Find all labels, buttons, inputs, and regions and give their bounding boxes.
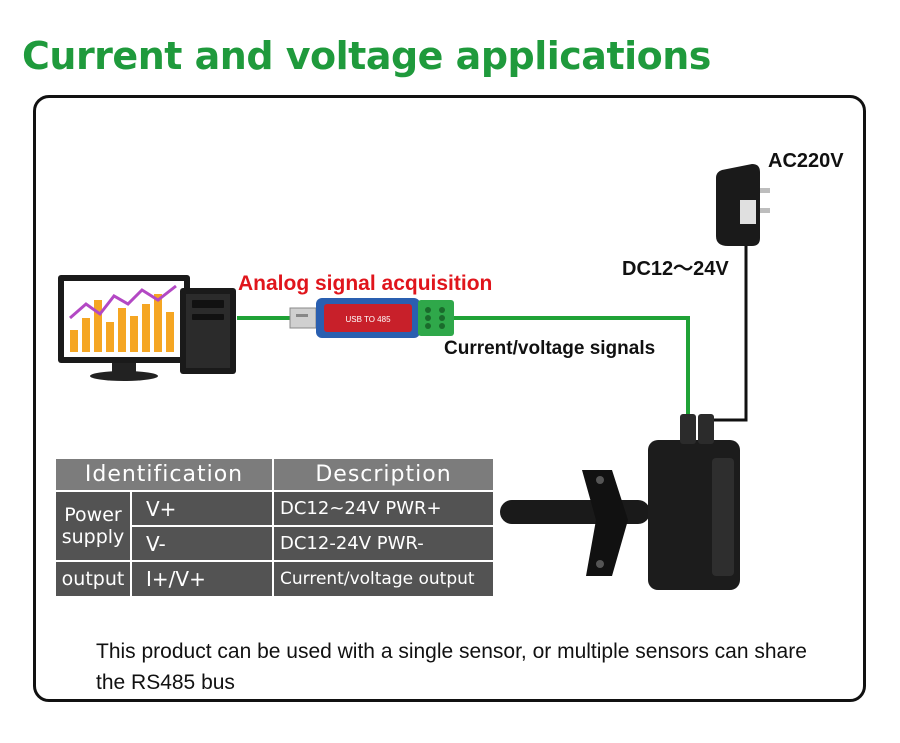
- group-output: output: [56, 562, 130, 596]
- table-cell-id: I+/V+: [132, 562, 272, 596]
- green-signal-wire-main: [450, 316, 690, 420]
- group-power-supply: Power supply: [56, 492, 130, 560]
- analog-acquisition-label: Analog signal acquisition: [238, 272, 493, 295]
- converter-label: USB TO 485: [345, 315, 391, 324]
- page-title: Current and voltage applications: [22, 34, 711, 78]
- computer-monitor-icon: [58, 275, 190, 381]
- table-cell-id: V+: [132, 492, 272, 525]
- black-power-wire: [706, 246, 748, 422]
- computer-tower-icon: [180, 288, 236, 374]
- dc-supply-label: DC12～24V: [622, 258, 729, 280]
- signal-label: Current/voltage signals: [444, 338, 656, 359]
- table-cell-desc: Current/voltage output: [274, 562, 493, 596]
- sensor-transmitter-icon: [500, 414, 740, 590]
- table-cell-id: V-: [132, 527, 272, 560]
- ac220v-label: AC220V: [768, 150, 844, 172]
- table-cell-desc: DC12-24V PWR-: [274, 527, 493, 560]
- table-cell-desc: DC12~24V PWR+: [274, 492, 493, 525]
- table-header-description: Description: [274, 459, 493, 490]
- usb-485-converter-icon: [289, 298, 454, 338]
- group-label: Power supply: [61, 504, 125, 548]
- diagram-frame: [33, 95, 866, 702]
- usage-note: This product can be used with a single s…: [96, 640, 807, 694]
- power-adapter-icon: [716, 164, 770, 246]
- table-header-identification: Identification: [56, 459, 272, 490]
